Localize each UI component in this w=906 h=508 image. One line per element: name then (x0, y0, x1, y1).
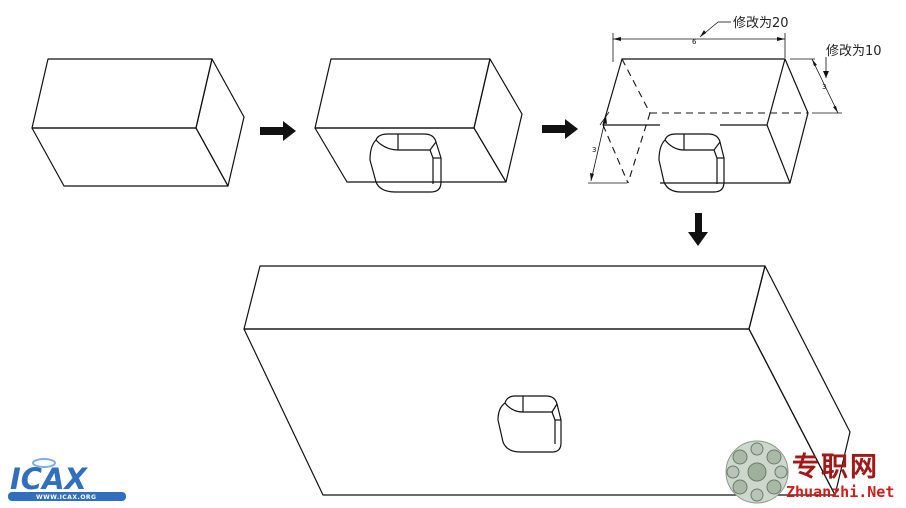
zhuanzhi-cn-text: 专职网 (792, 452, 879, 483)
dimension-height-value: 3 (592, 146, 596, 154)
step4-modified-plate (243, 265, 851, 496)
note-modify-10-text: 修改为10 (826, 44, 882, 59)
dimension-width-value: 6 (692, 38, 697, 46)
icax-logo: ICAX WWW.ICAX.ORG (8, 458, 126, 501)
note-modify-10: 修改为10 (823, 44, 882, 78)
step1-box (31, 58, 245, 187)
dimension-width: 6 (612, 33, 786, 62)
note-modify-20: 修改为20 (699, 16, 789, 38)
step2-box-with-boss (314, 58, 523, 193)
boss-feature (497, 395, 562, 453)
dimension-height: 3 (588, 111, 627, 184)
zhuanzhi-url-text: Zhuanzhi.Net (786, 483, 894, 501)
zhuanzhi-watermark: 专职网 Zhuanzhi.Net (725, 440, 894, 504)
boss-feature (658, 133, 725, 193)
arrow-right-icon (260, 121, 296, 141)
arrow-down-icon (688, 213, 708, 246)
dimension-depth-value: 3 (822, 83, 826, 91)
dimension-depth: 3 (790, 58, 842, 114)
step3-dimensioned-box: 6 3 3 修改为20 修改为1 (588, 16, 882, 193)
note-modify-20-text: 修改为20 (733, 16, 789, 31)
boss-feature (369, 133, 442, 193)
icax-logo-text: ICAX (10, 462, 89, 496)
arrow-right-icon (542, 119, 578, 139)
icax-logo-url: WWW.ICAX.ORG (36, 494, 96, 501)
ball-icon (725, 440, 789, 504)
